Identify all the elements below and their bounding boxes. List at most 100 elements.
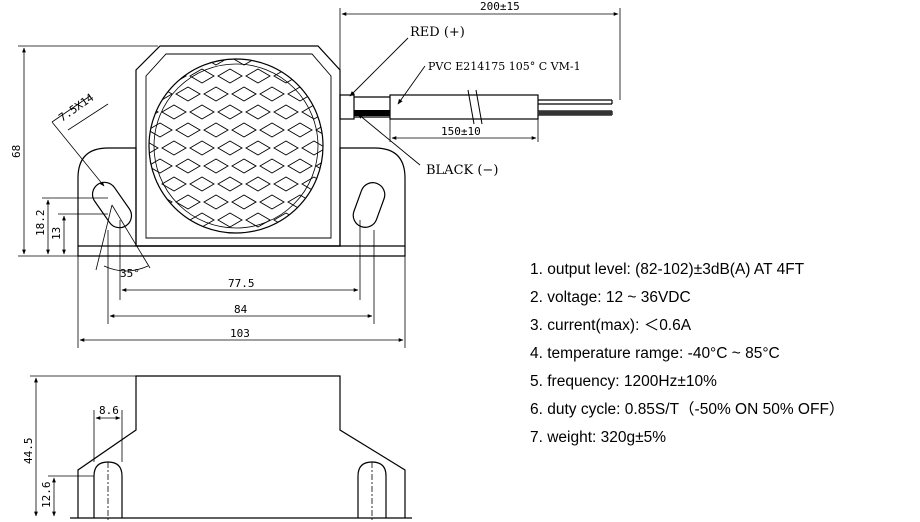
grill-diamond <box>175 194 201 210</box>
grill-diamond <box>273 140 299 156</box>
spec-item: 4. temperature ramge: -40°C ~ 85°C <box>530 345 780 362</box>
grill-diamond <box>189 212 215 228</box>
grill-diamond <box>330 213 354 227</box>
grill-diamond <box>287 86 313 102</box>
grill-diamond <box>161 104 187 120</box>
grill-diamond <box>259 194 285 210</box>
grill-diamond <box>149 59 173 66</box>
grill-diamond <box>120 159 144 173</box>
grill-diamond <box>231 122 257 138</box>
grill-diamond <box>344 159 368 173</box>
grill-diamond <box>273 212 299 228</box>
dim-side-12-6: 12.6 <box>40 482 53 509</box>
grill-diamond <box>217 140 243 156</box>
grill-diamond <box>287 59 313 66</box>
grill-diamond <box>217 176 243 192</box>
mounting-slot-right <box>352 182 386 228</box>
dim-13: 13 <box>50 227 63 240</box>
grill-diamond <box>259 158 285 174</box>
grill-diamond <box>203 59 229 66</box>
grill-diamond <box>245 104 271 120</box>
dim-77-5: 77.5 <box>228 277 255 290</box>
grill-diamond <box>287 158 313 174</box>
grill-diamond <box>315 122 323 138</box>
grill-diamond <box>330 69 354 83</box>
grill-diamond <box>175 86 201 102</box>
dim-103: 103 <box>230 327 250 340</box>
grill-diamond <box>245 212 271 228</box>
dim-height: 68 <box>10 145 23 158</box>
dim-angle: 35° <box>120 267 140 280</box>
spec-item: 3. current(max): ＜0.6A <box>530 317 692 334</box>
grill-diamond <box>344 123 368 137</box>
grill-diamond <box>189 104 215 120</box>
mounting-slot-left <box>91 181 133 229</box>
grill-diamond <box>120 195 144 209</box>
label-cable: PVC E214175 105° C VM-1 <box>428 60 581 73</box>
grill-diamond <box>330 105 354 119</box>
spec-list: 1. output level: (82-102)±3dB(A) AT 4FT … <box>530 256 844 452</box>
grill-diamond <box>149 176 159 192</box>
dim-sleeve-length: 150±10 <box>441 125 481 138</box>
grill-diamond <box>301 104 323 120</box>
grill-diamond <box>203 122 229 138</box>
grill-diamond <box>301 68 323 84</box>
grill-diamond <box>161 176 187 192</box>
grill-diamond <box>231 194 257 210</box>
grill-diamond <box>231 86 257 102</box>
grill-diamond <box>245 176 271 192</box>
grill-diamond <box>149 122 173 138</box>
grill-diamond <box>231 158 257 174</box>
grill-diamond <box>189 140 215 156</box>
grill-diamond <box>161 140 187 156</box>
grill-diamond <box>175 59 201 66</box>
dim-side-height: 44.5 <box>22 438 35 465</box>
dim-side-8-6: 8.6 <box>99 404 119 417</box>
grill-diamond <box>149 194 173 210</box>
grill-diamond <box>203 194 229 210</box>
label-red-wire: RED (+) <box>410 25 465 40</box>
grill-diamond <box>217 212 243 228</box>
side-housing <box>77 375 406 518</box>
grill-diamond <box>315 86 323 102</box>
grill-diamond <box>149 104 159 120</box>
grill-diamond <box>231 59 257 66</box>
grill-diamond <box>189 176 215 192</box>
grill-diamond <box>189 68 215 84</box>
spec-item: 6. duty cycle: 0.85S/T（-50% ON 50% OFF） <box>530 401 845 418</box>
grill-diamond <box>217 68 243 84</box>
grill-diamond <box>273 176 299 192</box>
grill-diamond <box>330 177 354 191</box>
spec-item: 7. weight: 320g±5% <box>530 429 667 446</box>
grill-diamond <box>203 86 229 102</box>
grill-diamond <box>245 68 271 84</box>
grill-diamond <box>344 51 368 65</box>
grill-diamond <box>301 176 323 192</box>
grill-diamond <box>120 87 144 101</box>
grill-diamond <box>149 158 173 174</box>
label-black-wire: BLACK (−) <box>426 163 498 178</box>
grill-diamond <box>287 122 313 138</box>
dim-18-2: 18.2 <box>34 210 47 237</box>
grill-diamond <box>273 104 299 120</box>
grill-diamond <box>175 158 201 174</box>
grill-diamond <box>259 86 285 102</box>
grill-diamond <box>120 51 144 65</box>
grill-diamond <box>344 87 368 101</box>
top-view <box>77 45 613 257</box>
cable-sleeve <box>389 94 539 120</box>
grill-diamond <box>161 68 187 84</box>
dim-84: 84 <box>234 303 248 316</box>
dim-slot-size: 7.5X14 <box>56 91 96 125</box>
grill-diamond <box>203 158 229 174</box>
spec-item: 1. output level: (82-102)±3dB(A) AT 4FT <box>530 261 805 278</box>
side-view <box>70 375 412 519</box>
grill-diamond <box>315 194 323 210</box>
grill-diamond <box>301 212 323 228</box>
grill-diamond <box>120 123 144 137</box>
grill-diamond <box>217 104 243 120</box>
grill-diamond <box>175 122 201 138</box>
grill-diamond <box>301 140 323 156</box>
spec-item: 2. voltage: 12 ~ 36VDC <box>530 289 691 306</box>
